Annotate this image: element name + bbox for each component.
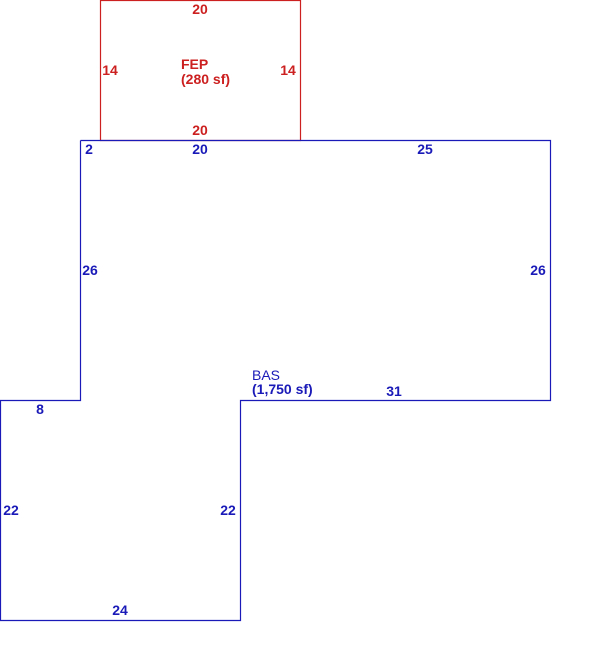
fep-dim-bottom: 20 <box>192 122 208 138</box>
bas-dim-upper-left-side: 26 <box>82 262 98 278</box>
fep-area-size: (280 sf) <box>181 71 230 87</box>
bas-dim-top-left-short: 2 <box>85 141 93 157</box>
bas-area: 2 20 25 26 26 31 8 22 22 24 BAS (1,750 s… <box>0 139 552 622</box>
bas-dim-bottom: 24 <box>112 602 128 618</box>
fep-dim-right: 14 <box>280 62 296 78</box>
bas-dim-top-mid: 20 <box>192 141 208 157</box>
bas-dim-lower-right-side: 22 <box>220 502 236 518</box>
bas-dim-top-right: 25 <box>417 141 433 157</box>
fep-area: 20 14 14 20 FEP (280 sf) <box>99 0 302 142</box>
fep-area-name: FEP <box>181 56 208 72</box>
bas-dim-right-side: 26 <box>530 262 546 278</box>
bas-area-size: (1,750 sf) <box>252 381 313 397</box>
bas-dim-lower-top: 8 <box>36 401 44 417</box>
bas-dim-lower-left-side: 22 <box>3 502 19 518</box>
bas-dim-inner-step: 31 <box>386 383 402 399</box>
fep-dim-top: 20 <box>192 1 208 17</box>
bas-outline <box>0 139 552 622</box>
fep-dim-left: 14 <box>102 62 118 78</box>
bas-area-name: BAS <box>252 367 280 383</box>
